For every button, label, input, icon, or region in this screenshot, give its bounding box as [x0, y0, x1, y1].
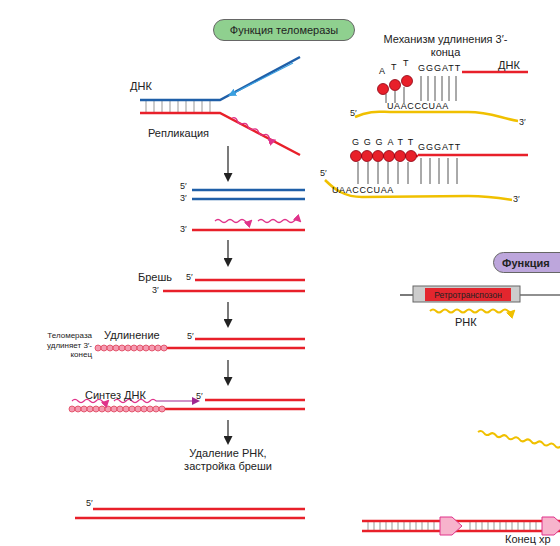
end-label: 5′ [186, 272, 193, 283]
end-label: 3′ [519, 117, 526, 128]
step-label: Брешь [138, 271, 172, 284]
strand-label: ДНК [498, 59, 520, 72]
node-text: Ретротранспозон [434, 290, 502, 300]
function-pill: Функция [493, 252, 560, 273]
strands-gap [163, 280, 305, 291]
base-letter: A [379, 66, 385, 77]
rna-label: РНК [455, 316, 477, 329]
node-text: Функция теломеразы [230, 24, 338, 36]
end-label: 3′ [513, 194, 520, 205]
strands-after-replication [192, 190, 305, 230]
end-label: 5′ [86, 498, 93, 509]
note: Теломераза удлиняет 3′-конец [36, 331, 92, 360]
end-label: 5′ [350, 108, 357, 119]
end-label: 3′ [180, 224, 187, 235]
end-label: 5′ [180, 181, 187, 192]
step-label: Удаление РНК, застройка бреши [168, 447, 288, 473]
mechanism-top [355, 72, 528, 121]
end-label: 5′ [187, 331, 194, 342]
dna-fork [140, 57, 300, 155]
base-letter: T [391, 62, 397, 73]
end-label: 5′ [320, 168, 327, 179]
base-letter: T [403, 58, 409, 69]
sequence: GGGATT [418, 63, 461, 74]
chromosome-end [362, 517, 560, 535]
strands-final [75, 509, 305, 518]
panel-heading: Механизм удлинения 3′-конца [383, 33, 508, 59]
sequence: GGGATT [352, 137, 418, 148]
chromosome-label: Конец хр [505, 533, 551, 546]
strand-label: ДНК [130, 80, 152, 93]
sequence: GGGATT [418, 142, 461, 153]
retrotransposon-figure [400, 286, 560, 448]
end-label: 5′ [196, 391, 203, 402]
end-label: 3′ [180, 193, 187, 204]
function-pill: Функция теломеразы [213, 19, 355, 41]
strands-synthesis [69, 400, 305, 413]
sequence: UAACCCUAA [387, 101, 449, 112]
node-text: Функция [502, 257, 550, 269]
sequence: UAACCCUAA [332, 185, 394, 196]
end-label: 3′ [152, 285, 159, 296]
mechanism-bottom [325, 151, 528, 201]
step-label: Удлинение [104, 329, 160, 342]
retrotransposon-box: Ретротранспозон [425, 288, 511, 301]
step-label: Репликация [148, 127, 209, 140]
step-label: Синтез ДНК [85, 389, 146, 402]
